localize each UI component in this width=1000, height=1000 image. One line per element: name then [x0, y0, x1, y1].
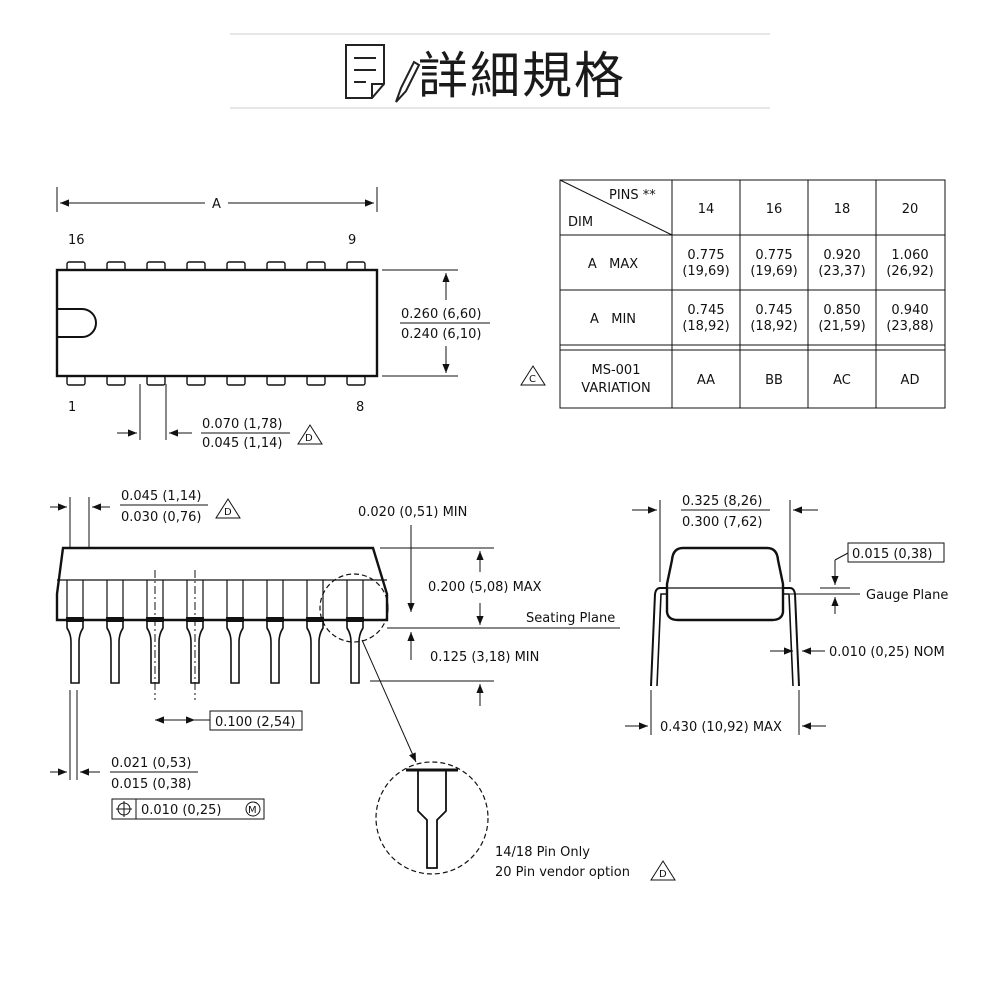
end-lead-min: 0.030 (0,76) [121, 510, 201, 525]
svg-text:D: D [305, 433, 313, 444]
page-header: 詳細規格 [230, 33, 770, 109]
standoff-label: 0.020 (0,51) MIN [358, 505, 467, 520]
top-view: A 16 9 1 8 0.260 (6,60) 0.240 (6,10) 0.0… [55, 187, 490, 451]
table-cell: 0.920 [823, 248, 860, 263]
side-view-lead [226, 580, 244, 684]
svg-text:D: D [659, 869, 667, 880]
note-c-triangle: C [520, 365, 546, 386]
gauge-plane-label: Gauge Plane [866, 588, 948, 603]
pin-9-label: 9 [348, 233, 356, 248]
table-variation-cell: BB [765, 373, 783, 388]
position-tolerance-frame: 0.010 (0,25) M [111, 798, 265, 820]
table-variation-label: MS-001 [592, 363, 641, 378]
lead-width-max: 0.021 (0,53) [111, 756, 191, 771]
table-pin-header: 18 [834, 202, 851, 217]
side-view-lead [266, 580, 284, 684]
table-variation-label: VARIATION [581, 381, 650, 396]
svg-text:C: C [529, 374, 536, 385]
spread-label: 0.430 (10,92) MAX [660, 720, 782, 735]
table-cell: 0.745 [755, 303, 792, 318]
pin-8-label: 8 [356, 400, 364, 415]
table-variation-cell: AA [697, 373, 715, 388]
detail-note-line1: 14/18 Pin Only [495, 845, 590, 860]
lead-detail: 14/18 Pin Only 20 Pin vendor option D [375, 761, 676, 881]
table-cell: (23,37) [818, 264, 865, 279]
note-d-triangle: D [650, 860, 676, 881]
top-view-pin [346, 375, 366, 386]
mmc-modifier: M [248, 805, 257, 816]
row-spacing-min: 0.300 (7,62) [682, 515, 762, 530]
lead-width-max: 0.070 (1,78) [202, 417, 282, 432]
note-d-triangle: D [297, 424, 323, 445]
table-cell: 0.775 [687, 248, 724, 263]
table-cell: (21,59) [818, 319, 865, 334]
table-variation-cell: AC [833, 373, 851, 388]
table-cell: 0.940 [891, 303, 928, 318]
top-view-pin [266, 375, 286, 386]
side-view-lead [66, 580, 84, 684]
position-tolerance-value: 0.010 (0,25) [141, 803, 221, 818]
end-view: 0.325 (8,26) 0.300 (7,62) Gauge Plane 0.… [625, 494, 948, 735]
table-cell: (26,92) [886, 264, 933, 279]
table-cell: 0.745 [687, 303, 724, 318]
table-pin-header: 16 [766, 202, 783, 217]
body-width-min: 0.240 (6,10) [401, 327, 481, 342]
side-view-leads [66, 580, 364, 684]
pitch-label: 0.100 (2,54) [215, 715, 295, 730]
side-view-lead [306, 580, 324, 684]
table-cell: 0.850 [823, 303, 860, 318]
top-view-pin [306, 375, 326, 386]
position-icon [116, 801, 132, 817]
note-d-triangle: D [215, 498, 241, 519]
table-cell: 0.775 [755, 248, 792, 263]
page-title: 詳細規格 [418, 47, 626, 105]
table-row-label: A MAX [588, 257, 638, 272]
table-cell: (18,92) [750, 319, 797, 334]
table-pin-header: 20 [902, 202, 919, 217]
top-view-pin [106, 375, 126, 386]
lead-thickness-label: 0.010 (0,25) NOM [829, 645, 945, 660]
side-view-lead [346, 580, 364, 684]
top-view-pin [226, 375, 246, 386]
table-cell: 1.060 [891, 248, 928, 263]
table-cell: (19,69) [750, 264, 797, 279]
table-corner-pins: PINS ** [609, 188, 656, 203]
package-body-top [55, 268, 379, 378]
side-view-lead [106, 580, 124, 684]
table-cell: (18,92) [682, 319, 729, 334]
document-pencil-icon [345, 44, 421, 103]
detail-note-line2: 20 Pin vendor option [495, 865, 630, 880]
gauge-offset-label: 0.015 (0,38) [852, 547, 932, 562]
top-view-pins [66, 261, 366, 386]
pin-16-label: 16 [68, 233, 85, 248]
package-body-end [665, 546, 785, 622]
table-row-label: A MIN [590, 312, 636, 327]
package-body-side [55, 546, 389, 622]
table-pin-header: 14 [698, 202, 715, 217]
seating-plane-label: Seating Plane [526, 611, 615, 626]
dimension-table: PINS ** DIM 14 16 18 20 A MAX 0.775 (19,… [520, 179, 946, 409]
table-cell: (23,88) [886, 319, 933, 334]
dim-a-label: A [212, 197, 221, 212]
lead-length-label: 0.125 (3,18) MIN [430, 650, 539, 665]
svg-text:D: D [224, 507, 232, 518]
lead-width-min: 0.015 (0,38) [111, 777, 191, 792]
table-corner-dim: DIM [568, 215, 593, 230]
top-view-pin [66, 375, 86, 386]
lead-width-min: 0.045 (1,14) [202, 436, 282, 451]
pin-1-label: 1 [68, 400, 76, 415]
top-view-pin [186, 375, 206, 386]
table-variation-cell: AD [901, 373, 920, 388]
body-width-max: 0.260 (6,60) [401, 307, 481, 322]
row-spacing-max: 0.325 (8,26) [682, 494, 762, 509]
height-label: 0.200 (5,08) MAX [428, 580, 542, 595]
table-cell: (19,69) [682, 264, 729, 279]
side-view: 0.045 (1,14) 0.030 (0,76) D 0.020 (0,51)… [50, 489, 620, 820]
pin1-notch [57, 308, 97, 338]
end-lead-max: 0.045 (1,14) [121, 489, 201, 504]
top-view-pin [146, 375, 166, 386]
